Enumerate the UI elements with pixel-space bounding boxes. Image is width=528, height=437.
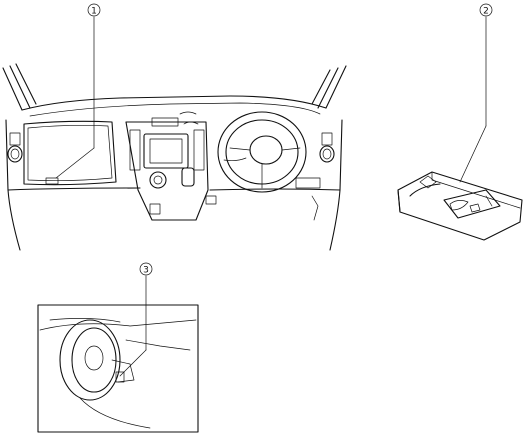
callout-3-label: 3 <box>143 266 149 276</box>
inset-steering-column <box>37 304 199 433</box>
callout-1-label: 1 <box>91 7 97 17</box>
callout-2-label: 2 <box>483 7 489 17</box>
callout-2: 2 <box>479 3 493 17</box>
leader-3-diagonal <box>119 349 147 377</box>
callout-3-circle <box>139 262 153 276</box>
callout-1: 1 <box>87 3 101 17</box>
callout-1-circle <box>87 3 101 17</box>
key-fob-illustration <box>397 171 523 241</box>
leader-2-diagonal <box>459 125 487 183</box>
callout-2-circle <box>479 3 493 17</box>
callout-3: 3 <box>139 262 153 276</box>
callout-leaders <box>55 16 487 377</box>
dashboard-illustration <box>2 63 347 251</box>
leader-1-diagonal <box>55 147 95 179</box>
